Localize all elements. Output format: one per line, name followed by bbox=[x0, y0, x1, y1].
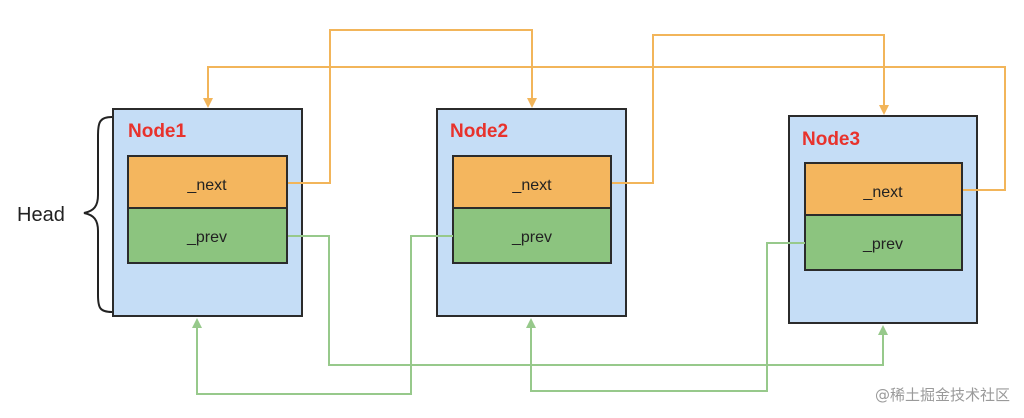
node-1-prev-field bbox=[127, 207, 288, 264]
node-1-next-label: _next bbox=[186, 177, 227, 194]
head-brace bbox=[83, 116, 113, 313]
prev-arrow-node2-to-node1 bbox=[192, 235, 453, 395]
node-2-title: Node2 bbox=[450, 121, 508, 142]
node-3: Node3 _next _prev bbox=[788, 115, 978, 324]
watermark: @稀土掘金技术社区 bbox=[875, 386, 1010, 404]
node-1-prev-label: _prev bbox=[186, 229, 227, 246]
next-arrow-node1-to-node2 bbox=[288, 29, 537, 184]
next-arrow-node3-to-node1 bbox=[203, 66, 1006, 191]
node-2-next-label: _next bbox=[511, 177, 552, 194]
node-2-prev-label: _prev bbox=[511, 229, 552, 246]
head-label: Head bbox=[17, 204, 65, 226]
node-1-title: Node1 bbox=[128, 121, 187, 142]
node-3-next-field bbox=[804, 162, 963, 216]
node-3-next-label: _next bbox=[862, 184, 903, 201]
node-3-title: Node3 bbox=[802, 129, 860, 150]
prev-arrow-node3-to-node2 bbox=[526, 242, 805, 392]
next-arrow-node2-to-node3 bbox=[612, 34, 889, 184]
node-2: Node2 _next _prev bbox=[436, 108, 627, 317]
node-1-next-field bbox=[127, 155, 288, 209]
prev-arrow-node1-to-node3 bbox=[288, 235, 888, 366]
node-3-prev-label: _prev bbox=[862, 236, 903, 253]
node-1: Node1 _next _prev bbox=[112, 108, 303, 317]
